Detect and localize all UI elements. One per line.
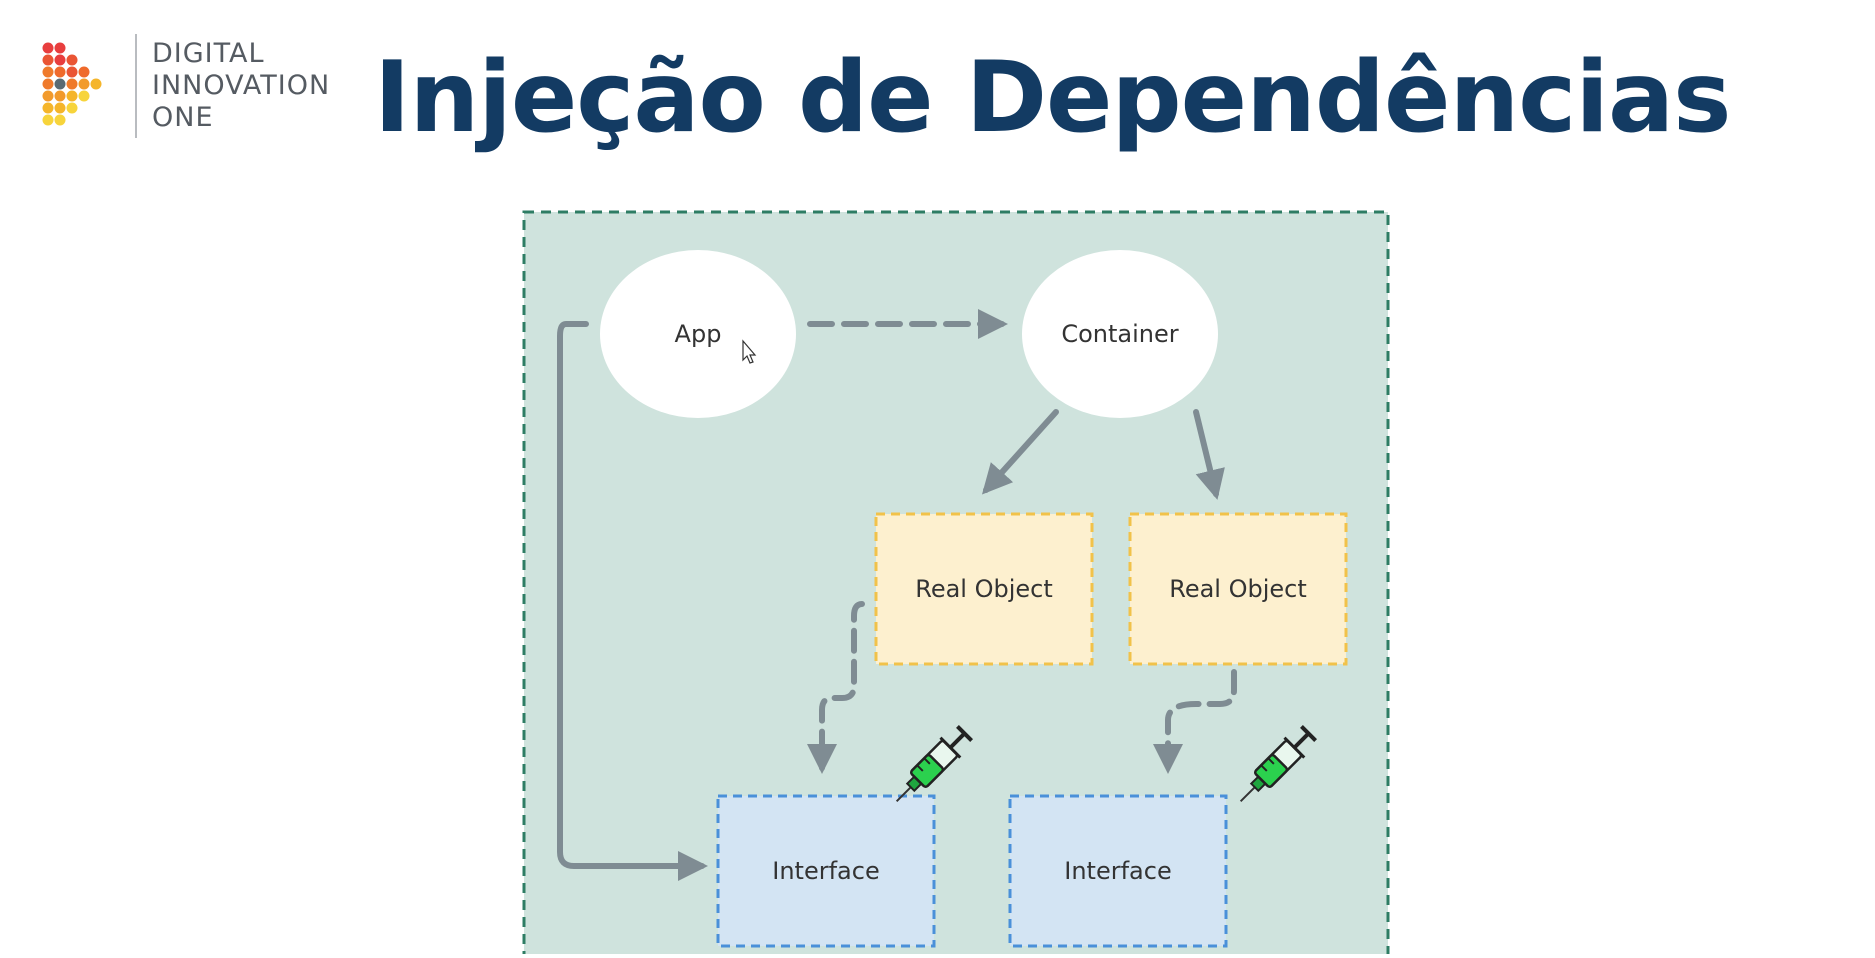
logo-wordmark: DIGITAL INNOVATION ONE: [152, 38, 330, 134]
dependency-injection-diagram: App Container Real Object Real Object In…: [516, 204, 1390, 958]
arrow-real-object-1-to-interface-1: [807, 601, 865, 774]
logo-line-2: INNOVATION: [152, 70, 331, 101]
node-real-object-1: Real Object: [874, 512, 1094, 666]
node-interface-2-label: Interface: [1064, 857, 1171, 885]
brand-logo: DIGITAL INNOVATION ONE: [40, 34, 370, 144]
node-container-label: Container: [1061, 320, 1178, 348]
diagram-canvas: App Container Real Object Real Object In…: [522, 210, 1390, 958]
syringe-icon: [895, 724, 974, 803]
node-app-label: App: [675, 320, 722, 348]
node-app: App: [600, 250, 796, 418]
logo-mark-icon: [42, 42, 102, 126]
syringe-icon: [1239, 724, 1318, 803]
arrow-container-to-real-object-1: [981, 409, 1059, 495]
logo-divider: [135, 34, 137, 138]
arrow-container-to-real-object-2: [1193, 409, 1225, 500]
node-interface-2: Interface: [1008, 794, 1228, 948]
mouse-cursor-icon: [742, 339, 757, 364]
node-interface-1-label: Interface: [772, 857, 879, 885]
node-real-object-2-label: Real Object: [1169, 575, 1307, 603]
node-container: Container: [1022, 250, 1218, 418]
logo-line-1: DIGITAL: [152, 38, 265, 69]
node-real-object-2: Real Object: [1128, 512, 1348, 666]
node-interface-1: Interface: [716, 794, 936, 948]
arrow-real-object-2-to-interface-2: [1153, 669, 1237, 774]
logo-line-3: ONE: [152, 102, 214, 133]
slide-title: Injeção de Dependências: [374, 41, 1731, 155]
node-real-object-1-label: Real Object: [915, 575, 1053, 603]
arrow-app-to-interface-1: [557, 321, 708, 881]
